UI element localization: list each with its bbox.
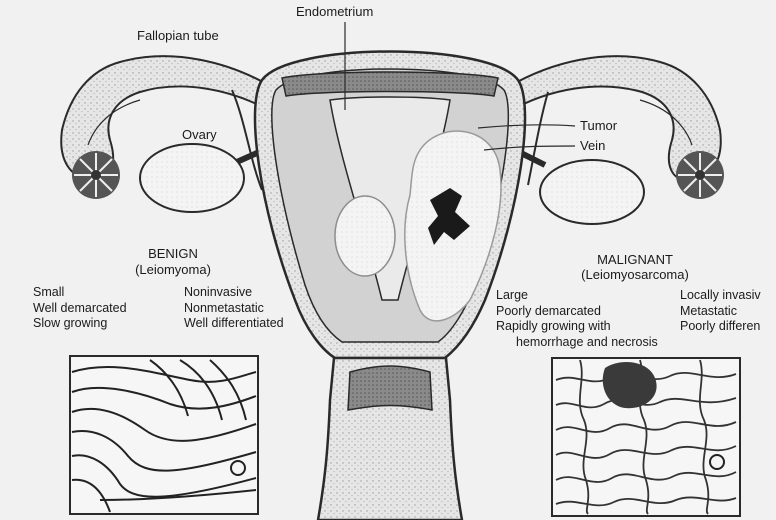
benign-feature: Nonmetastatic [184, 301, 284, 317]
right-fimbriae [676, 151, 724, 199]
benign-features-right: Noninvasive Nonmetastatic Well different… [184, 285, 284, 332]
malignant-features-left: Large Poorly demarcated Rapidly growing … [496, 288, 658, 350]
benign-feature: Noninvasive [184, 285, 284, 301]
benign-title: BENIGN [118, 246, 228, 261]
malignant-feature: Poorly differen [680, 319, 761, 335]
endometrium-label: Endometrium [296, 4, 373, 19]
malignant-feature: Poorly demarcated [496, 304, 658, 320]
malignant-title: MALIGNANT [580, 252, 690, 267]
malignant-features-right: Locally invasiv Metastatic Poorly differ… [680, 288, 761, 335]
benign-feature: Slow growing [33, 316, 127, 332]
malignant-feature: Locally invasiv [680, 288, 761, 304]
right-broad-ligament-line [528, 92, 548, 185]
malignant-histology-panel [552, 358, 740, 516]
malignant-feature: Large [496, 288, 658, 304]
ovary-label: Ovary [182, 127, 217, 142]
vein-label: Vein [580, 138, 605, 153]
benign-features-left: Small Well demarcated Slow growing [33, 285, 127, 332]
right-ovary [540, 160, 644, 224]
left-fimbriae [72, 151, 120, 199]
malignant-subtitle: (Leiomyosarcoma) [565, 267, 705, 282]
tumor-label: Tumor [580, 118, 617, 133]
malignant-feature: Rapidly growing with [496, 319, 658, 335]
benign-feature: Small [33, 285, 127, 301]
fallopian-tube-label: Fallopian tube [137, 28, 219, 43]
malignant-feature: Metastatic [680, 304, 761, 320]
benign-feature: Well differentiated [184, 316, 284, 332]
benign-histology-panel [70, 356, 258, 514]
malignant-feature: hemorrhage and necrosis [496, 335, 658, 351]
leiomyoma [335, 196, 395, 276]
benign-subtitle: (Leiomyoma) [108, 262, 238, 277]
benign-feature: Well demarcated [33, 301, 127, 317]
cervical-canal [348, 366, 432, 410]
left-ovary [140, 144, 244, 212]
